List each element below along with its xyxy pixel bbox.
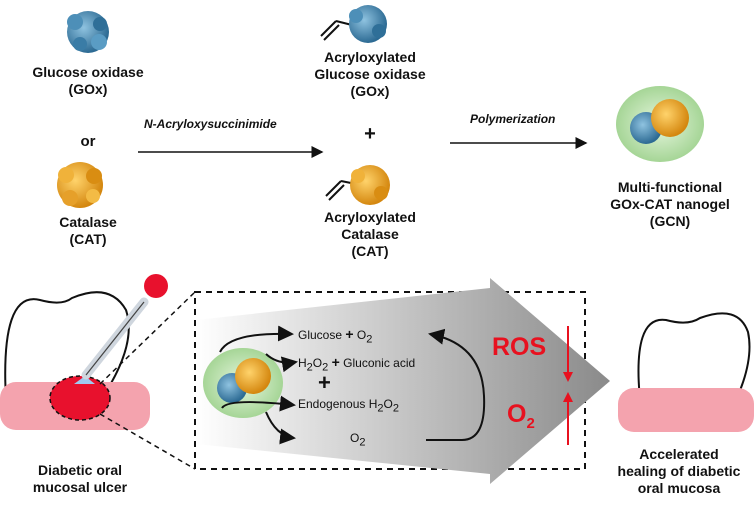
curve-arrow-1 [219,325,294,353]
curve-arrow-4 [265,411,296,445]
ros-label: ROS [492,333,547,361]
o2-recycle-arrow [426,328,486,441]
cat-label: Catalase(CAT) [59,214,117,247]
nanogel-icon [616,86,704,162]
zoom-line-bottom [99,413,196,470]
curve-arrow-2 [265,353,298,373]
reaction-o2-product: O2 [350,431,366,449]
reagent-label: N-Acryloxysuccinimide [144,117,277,131]
acryloxylated-cat-icon [325,165,390,205]
zoom-line-top [99,291,196,385]
gox-label: Glucose oxidase(GOx) [32,64,144,97]
dropper-icon [81,274,168,380]
gox-protein-icon [67,11,109,53]
reaction-plus: + [318,370,331,395]
plus-label: + [364,123,376,145]
tooth-with-ulcer-icon [0,291,150,430]
ulcer-spot [50,376,110,420]
healthy-tooth-icon [618,312,754,432]
process-arrow [196,278,610,484]
curve-arrow-3 [221,395,296,412]
o2-label: O2 [507,400,535,432]
acryloxylated-gox-icon [320,5,387,43]
reaction-glucose-o2: Glucose + O2 [298,326,373,346]
reaction-endogenous-h2o2: Endogenous H2O2 [298,397,399,415]
cat-protein-icon [57,162,103,208]
or-label: or [80,133,96,150]
reaction-h2o2-gluconic: H2O2 + Gluconic acid [298,354,416,374]
polymerization-label: Polymerization [470,112,556,126]
nanogel-in-box-icon [203,348,283,418]
